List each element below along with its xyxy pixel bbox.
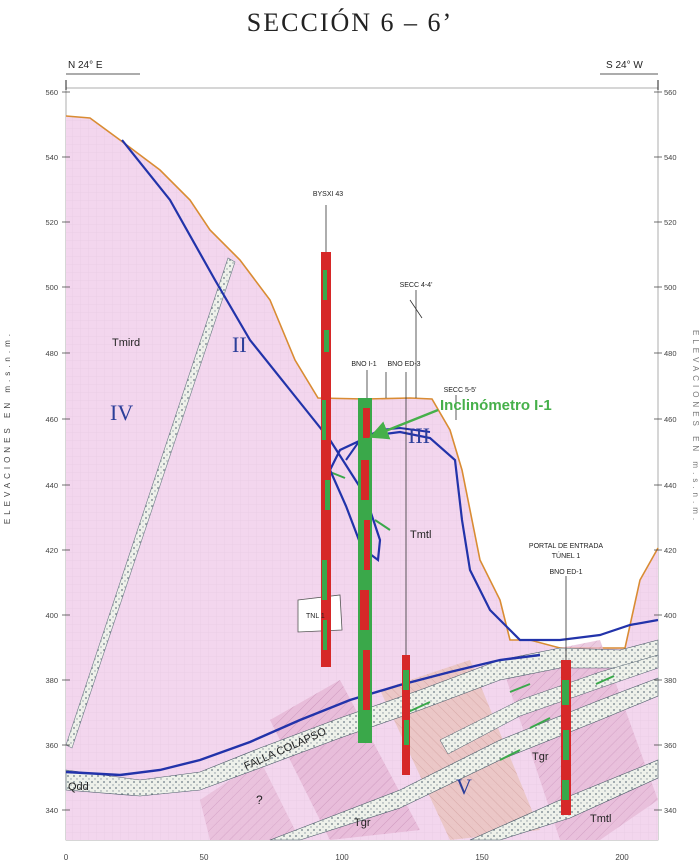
formation-tmtl-1: Tmtl: [410, 529, 431, 541]
section-lines: [385, 290, 457, 420]
callout-arrow: [369, 408, 439, 440]
y-tick-label-right: 560: [664, 88, 677, 97]
borehole-bysxi43: [321, 205, 331, 667]
y-tick-label-right: 460: [664, 415, 677, 424]
inclinometer-callout: Inclinómetro I-1: [440, 397, 552, 414]
y-tick-label: 420: [45, 546, 58, 555]
y-tick-label-right: 480: [664, 349, 677, 358]
y-tick-label: 340: [45, 806, 58, 815]
y-tick-label: 440: [45, 481, 58, 490]
question-mark: ?: [256, 793, 263, 807]
y-tick-label-right: 380: [664, 676, 677, 685]
borehole-bno-i1: [358, 370, 372, 743]
borehole-label-bno-ed1: BNO ED-1: [549, 569, 582, 576]
formation-tmird: Tmird: [112, 337, 140, 349]
displacement-arrows: [329, 471, 615, 761]
unit-label-iii: III: [408, 423, 430, 448]
x-tick-label: 0: [64, 853, 69, 862]
x-tick-label: 200: [615, 853, 629, 862]
tunnel-label: TNL 1: [306, 613, 325, 620]
formation-tgr-1: Tgr: [532, 751, 549, 763]
unit-label-iv: IV: [110, 400, 133, 425]
y-tick-label-right: 420: [664, 546, 677, 555]
borehole-label-secc55: SECC 5-5': [444, 387, 477, 394]
y-tick-label: 400: [45, 611, 58, 620]
y-tick-label: 500: [45, 283, 58, 292]
y-tick-label: 520: [45, 218, 58, 227]
portal-label-line1: PORTAL DE ENTRADA: [529, 543, 603, 550]
water-table-line-2: [65, 653, 541, 777]
formation-qdd: Qdd: [68, 781, 89, 793]
y-tick-label-right: 500: [664, 283, 677, 292]
y-tick-label: 360: [45, 741, 58, 750]
y-tick-label-right: 340: [664, 806, 677, 815]
section-title: SECCIÓN 6 – 6’: [246, 8, 454, 37]
borehole-label-bysxi43: BYSXI 43: [313, 191, 343, 198]
y-tick-label: 480: [45, 349, 58, 358]
y-tick-label-right: 520: [664, 218, 677, 227]
borehole-label-bno-ed3: BNO ED-3: [387, 361, 420, 368]
y-ticks-left: [62, 91, 70, 811]
orientation-left: N 24° E: [68, 60, 103, 71]
portal-label-line2: TÚNEL 1: [552, 551, 581, 560]
formation-tmtl-2: Tmtl: [590, 813, 611, 825]
x-tick-label: 50: [200, 853, 209, 862]
borehole-label-secc44: SECC 4-4': [400, 282, 433, 289]
y-ticks-right: [654, 91, 662, 811]
y-tick-label: 540: [45, 153, 58, 162]
hatched-wedge-4: [200, 760, 300, 840]
y-tick-label-right: 360: [664, 741, 677, 750]
y-axis-label-right: ELEVACIONES EN m.s.n.m.: [691, 330, 700, 525]
y-tick-label-right: 540: [664, 153, 677, 162]
y-tick-label: 560: [45, 88, 58, 97]
formation-tgr-2: Tgr: [354, 817, 371, 829]
y-tick-label-right: 400: [664, 611, 677, 620]
unit-label-v: V: [456, 774, 472, 799]
borehole-bno-ed3: [402, 372, 410, 775]
x-tick-label: 150: [475, 853, 489, 862]
water-table-line-1: [121, 139, 659, 642]
orientation-right: S 24° W: [606, 60, 643, 71]
y-axis-label: ELEVACIONES EN m.s.n.m.: [3, 330, 12, 525]
y-tick-label: 380: [45, 676, 58, 685]
borehole-bno-ed1: [561, 576, 571, 815]
unit-label-ii: II: [232, 332, 247, 357]
borehole-label-bno-i1: BNO I-1: [351, 361, 376, 368]
y-tick-label-right: 440: [664, 481, 677, 490]
y-tick-label: 460: [45, 415, 58, 424]
dike-band-diagonal: [65, 257, 236, 749]
x-tick-label: 100: [335, 853, 349, 862]
